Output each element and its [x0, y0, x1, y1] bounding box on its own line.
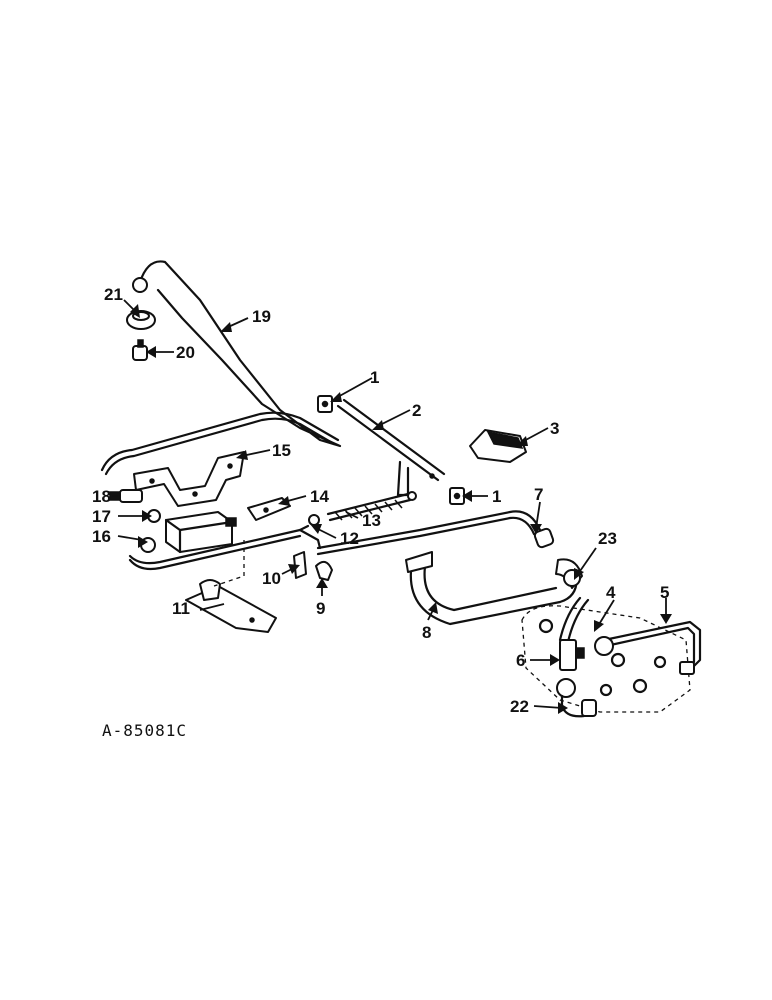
callout-22: 22 [510, 697, 529, 716]
callout-10: 10 [262, 569, 281, 588]
callout-19: 19 [252, 307, 271, 326]
callout-9: 9 [316, 599, 325, 618]
callout-13: 13 [362, 511, 381, 530]
fitting-part-20 [132, 339, 148, 361]
callout-20: 20 [176, 343, 195, 362]
callout-2: 2 [412, 401, 421, 420]
callout-leaders [112, 299, 672, 714]
callout-21: 21 [104, 285, 123, 304]
clip-part-1-lower [449, 487, 465, 505]
callout-5: 5 [660, 583, 669, 602]
tube-part-5 [594, 620, 702, 675]
tube-part-19 [132, 260, 342, 448]
tube-lower [128, 528, 322, 571]
tee-fitting-part-6 [559, 639, 585, 671]
callout-8: 8 [422, 623, 431, 642]
callout-17: 17 [92, 507, 111, 526]
fitting-part-18 [109, 489, 143, 503]
pedal-part-3 [469, 429, 527, 463]
clip-part-1-upper [317, 395, 333, 413]
callout-23: 23 [598, 529, 617, 548]
valve-block-part-16 [140, 511, 237, 554]
callout-3: 3 [550, 419, 559, 438]
nut-part-21 [126, 310, 156, 330]
rod-part-2 [336, 398, 446, 497]
callout-12: 12 [340, 529, 359, 548]
bracket-part-15 [133, 451, 245, 507]
callout-1-upper: 1 [370, 368, 379, 387]
fitting-part-22 [556, 678, 597, 718]
callout-6: 6 [516, 651, 525, 670]
callout-15: 15 [272, 441, 291, 460]
tube-part-8 [405, 551, 578, 626]
clamp-part-9 [315, 560, 333, 581]
callout-16: 16 [92, 527, 111, 546]
figure-reference: A-85081C [102, 721, 187, 740]
callout-7: 7 [534, 485, 543, 504]
callout-4: 4 [606, 583, 616, 602]
fitting-part-7 [533, 527, 555, 549]
callout-14: 14 [310, 487, 329, 506]
pump-body [521, 605, 691, 713]
callout-11: 11 [172, 599, 190, 618]
tube-part-4 [558, 596, 590, 644]
callout-1-lower: 1 [492, 487, 501, 506]
pin-part-12 [298, 514, 320, 532]
tube-upper [100, 411, 340, 476]
callout-labels: 1 1 2 3 4 5 6 7 8 9 10 11 12 13 14 15 16… [92, 285, 669, 716]
callout-18: 18 [92, 487, 111, 506]
